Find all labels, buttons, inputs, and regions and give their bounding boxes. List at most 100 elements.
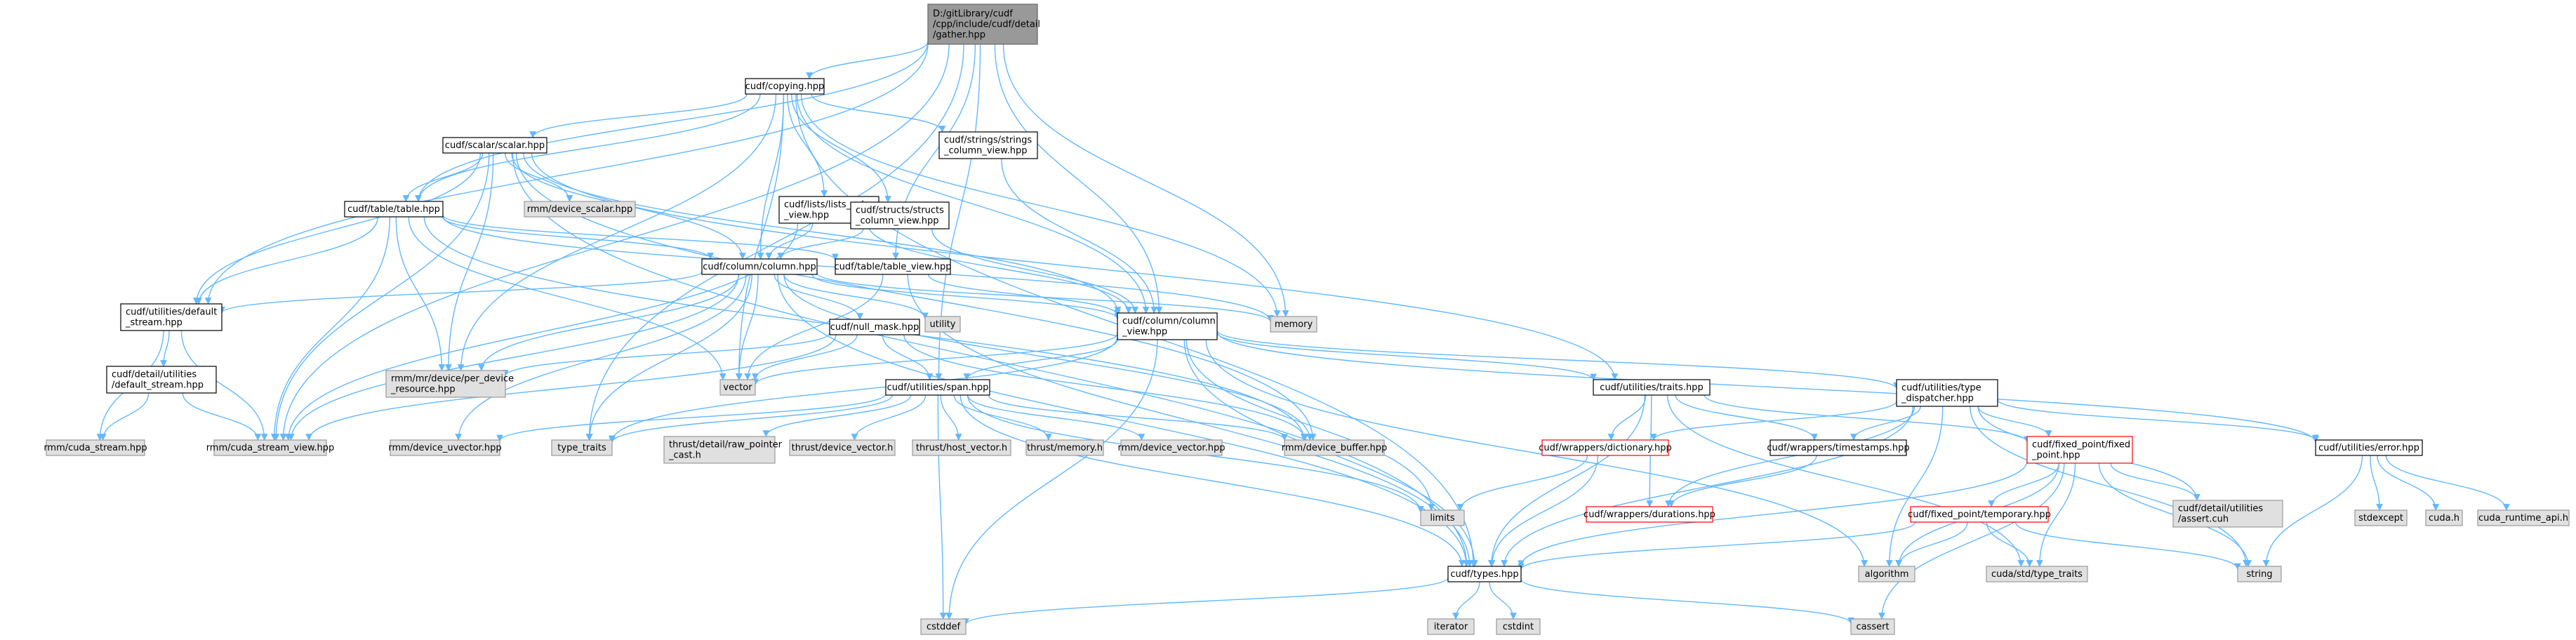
- edge-fixed_point-to-assert_cuh: [2110, 462, 2200, 501]
- edge-scalar-to-default_stream: [192, 152, 481, 305]
- node-error[interactable]: cudf/utilities/error.hpp: [2315, 439, 2423, 456]
- node-type_traits: type_traits: [551, 439, 613, 456]
- edge-fixed_point-to-types: [1518, 460, 2028, 568]
- node-column[interactable]: cudf/column/column.hpp: [701, 258, 818, 275]
- node-iterator: iterator: [1427, 618, 1475, 635]
- node-label: thrust/detail/raw_pointer: [669, 440, 783, 451]
- node-label: rmm/device_vector.hpp: [1118, 443, 1226, 453]
- node-box: [213, 439, 327, 456]
- node-label: cudf/column/column.hpp: [703, 262, 816, 272]
- node-null_mask[interactable]: cudf/null_mask.hpp: [829, 319, 920, 335]
- node-label: rmm/mr/device/per_device: [391, 374, 514, 385]
- edges-layer: [96, 41, 2510, 625]
- node-timestamps[interactable]: cudf/wrappers/timestamps.hpp: [1767, 439, 1910, 456]
- node-label: cudf/utilities/traits.hpp: [1600, 382, 1703, 393]
- edge-span-to-thrust_memory: [953, 394, 1052, 441]
- node-table[interactable]: cudf/table/table.hpp: [344, 201, 444, 218]
- edge-copying-to-lists_view: [787, 93, 828, 197]
- node-cuda_stream_view: rmm/cuda_stream_view.hpp: [206, 439, 334, 456]
- node-types[interactable]: cudf/types.hpp: [1447, 566, 1522, 582]
- node-box: [719, 379, 756, 396]
- node-stdexcept: stdexcept: [2354, 509, 2408, 526]
- edge-type_dispatcher-to-algorithm: [1885, 406, 1944, 567]
- node-memory: memory: [1270, 316, 1317, 333]
- edge-column_view-to-limits: [1186, 339, 1435, 511]
- edge-type_dispatcher-to-durations: [1665, 406, 1916, 507]
- edge-column_view-to-type_dispatcher: [1216, 330, 1900, 389]
- node-box: [1420, 509, 1465, 526]
- node-cuda_h: cuda.h: [2425, 509, 2463, 526]
- node-label: rmm/device_buffer.hpp: [1282, 443, 1388, 453]
- node-label: cudf/fixed_point/fixed: [2032, 440, 2130, 451]
- node-thrust_host_vector: thrust/host_vector.h: [912, 439, 1011, 456]
- edge-error-to-stdexcept: [2370, 455, 2383, 511]
- node-algorithm: algorithm: [1858, 566, 1916, 582]
- node-label: _column_view.hpp: [943, 146, 1027, 156]
- node-table_view[interactable]: cudf/table/table_view.hpp: [835, 258, 952, 275]
- edge-copying-to-scalar: [529, 93, 748, 138]
- node-traits[interactable]: cudf/utilities/traits.hpp: [1593, 379, 1711, 396]
- edge-traits-to-types: [1487, 394, 1645, 567]
- edge-column-to-column_view: [811, 274, 1121, 320]
- node-box: [2477, 509, 2570, 526]
- node-strings_view[interactable]: cudf/strings/strings_column_view.hpp: [938, 131, 1038, 159]
- node-label: _stream.hpp: [125, 318, 182, 328]
- node-dictionary[interactable]: cudf/wrappers/dictionary.hpp: [1539, 439, 1672, 456]
- node-box: [1496, 618, 1541, 635]
- edge-copying-to-memory: [800, 93, 1281, 317]
- edge-column-to-vector: [736, 274, 759, 380]
- edge-lists_view-to-column_view: [867, 222, 1132, 314]
- edge-root-to-type_traits: [585, 44, 964, 441]
- node-assert_cuh: cudf/detail/utilities/assert.cuh: [2172, 500, 2283, 528]
- node-structs_view[interactable]: cudf/structs/structs_column_view.hpp: [850, 201, 950, 229]
- edge-types-to-iterator: [1452, 581, 1480, 620]
- edge-root-to-table: [415, 41, 929, 202]
- edge-span-to-device_buffer: [988, 394, 1288, 441]
- edge-table_view-to-column_view: [927, 274, 1121, 316]
- node-label: cudf/table/table.hpp: [347, 204, 440, 215]
- node-type_dispatcher[interactable]: cudf/utilities/type_dispatcher.hpp: [1896, 379, 1998, 407]
- node-label: limits: [1430, 513, 1455, 524]
- node-label: cudf/null_mask.hpp: [830, 322, 919, 333]
- edge-null_mask-to-per_device: [502, 333, 830, 377]
- node-fixed_point[interactable]: cudf/fixed_point/fixed_point.hpp: [2026, 436, 2133, 464]
- node-box: [1858, 566, 1916, 582]
- node-label: _cast.h: [668, 451, 701, 461]
- edge-timestamps-to-durations: [1668, 455, 1817, 507]
- node-box: [924, 316, 961, 333]
- node-box: [745, 78, 825, 95]
- edge-root-to-cuda_stream_view: [279, 44, 950, 441]
- node-span[interactable]: cudf/utilities/span.hpp: [885, 379, 990, 396]
- node-box: [551, 439, 613, 456]
- edge-scalar-to-column_view: [523, 152, 1122, 314]
- node-root[interactable]: D:/gitLibrary/cudf/cpp/include/cudf/deta…: [927, 4, 1040, 45]
- node-label: cuda/std/type_traits: [1991, 569, 2083, 580]
- node-default_stream[interactable]: cudf/utilities/default_stream.hpp: [120, 303, 223, 331]
- node-label: memory: [1275, 319, 1313, 330]
- node-box: [927, 4, 1038, 45]
- edge-types-to-cassert: [1520, 578, 1854, 625]
- edge-scalar-to-types: [512, 152, 1470, 567]
- node-label: thrust/memory.h: [1027, 443, 1103, 453]
- node-label: _column_view.hpp: [855, 216, 938, 227]
- node-label: cudf/structs/structs: [856, 206, 944, 216]
- node-temporary[interactable]: cudf/fixed_point/temporary.hpp: [1908, 506, 2051, 523]
- edge-type_dispatcher-to-timestamps: [1850, 406, 1921, 441]
- edge-strings_view-to-column_view: [1001, 158, 1158, 314]
- node-string: string: [2237, 566, 2282, 582]
- node-label: cudf/utilities/span.hpp: [887, 382, 989, 393]
- node-copying[interactable]: cudf/copying.hpp: [745, 78, 825, 95]
- node-column_view[interactable]: cudf/column/column_view.hpp: [1117, 312, 1218, 340]
- edge-table-to-column: [442, 216, 714, 260]
- node-box: [1986, 566, 2088, 582]
- node-label: cudf/wrappers/durations.hpp: [1584, 509, 1715, 520]
- node-detail_default_stream[interactable]: cudf/detail/utilities/default_stream.hpp: [106, 366, 217, 394]
- node-label: /default_stream.hpp: [112, 380, 204, 391]
- node-durations[interactable]: cudf/wrappers/durations.hpp: [1584, 506, 1715, 523]
- node-scalar[interactable]: cudf/scalar/scalar.hpp: [442, 137, 547, 154]
- node-per_device: rmm/mr/device/per_device_resource.hpp: [385, 370, 514, 398]
- node-label: _point.hpp: [2031, 451, 2080, 461]
- node-box: [663, 436, 776, 464]
- edge-span-to-type_traits: [609, 394, 893, 444]
